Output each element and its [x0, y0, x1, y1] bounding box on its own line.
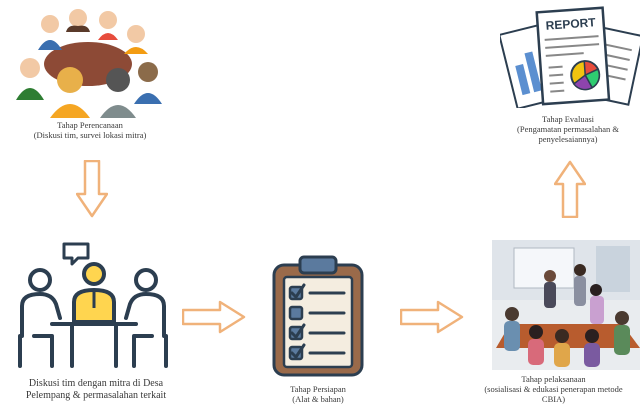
- evaluation-caption: Tahap Evaluasi (Pengamatan permasalahan …: [498, 114, 638, 144]
- arrow-right-icon: [182, 300, 246, 334]
- planning-title: Tahap Perencanaan: [57, 120, 123, 130]
- execution-detail: (sosialisasi & edukasi penerapan metode: [484, 384, 623, 394]
- execution-caption: Tahap pelaksanaan (sosialisasi & edukasi…: [466, 374, 641, 404]
- report-label: REPORT: [545, 15, 597, 33]
- execution-title: Tahap pelaksanaan: [521, 374, 586, 384]
- discussion-line2: Pelempang & permasalahan terkait: [25, 390, 167, 401]
- discussion-line1: Diskusi tim dengan mitra di Desa: [28, 378, 164, 389]
- preparation-title: Tahap Persiapan: [290, 384, 346, 394]
- arrow-up-icon: [554, 160, 586, 218]
- preparation-detail: (Alat & bahan): [292, 394, 344, 404]
- team-discussion-icon: [18, 242, 168, 368]
- planning-caption: Tahap Perencanaan (Diskusi tim, survei l…: [20, 120, 160, 140]
- planning-detail: (Diskusi tim, survei lokasi mitra): [33, 130, 147, 140]
- evaluation-title: Tahap Evaluasi: [541, 114, 595, 124]
- report-icon: REPORT: [500, 6, 640, 108]
- evaluation-detail: (Pengamatan permasalahan &: [517, 124, 619, 134]
- arrow-down-icon: [76, 160, 108, 218]
- clipboard-checklist-icon: [272, 255, 364, 377]
- evaluation-detail2: penyelesaiannya): [538, 134, 598, 144]
- arrow-right-icon: [400, 300, 464, 334]
- preparation-caption: Tahap Persiapan (Alat & bahan): [256, 384, 380, 404]
- discussion-caption: Diskusi tim dengan mitra di Desa Pelempa…: [6, 378, 186, 402]
- classroom-photo-icon: [492, 240, 640, 370]
- meeting-table-icon: [16, 9, 162, 118]
- execution-detail2: CBIA): [541, 394, 566, 404]
